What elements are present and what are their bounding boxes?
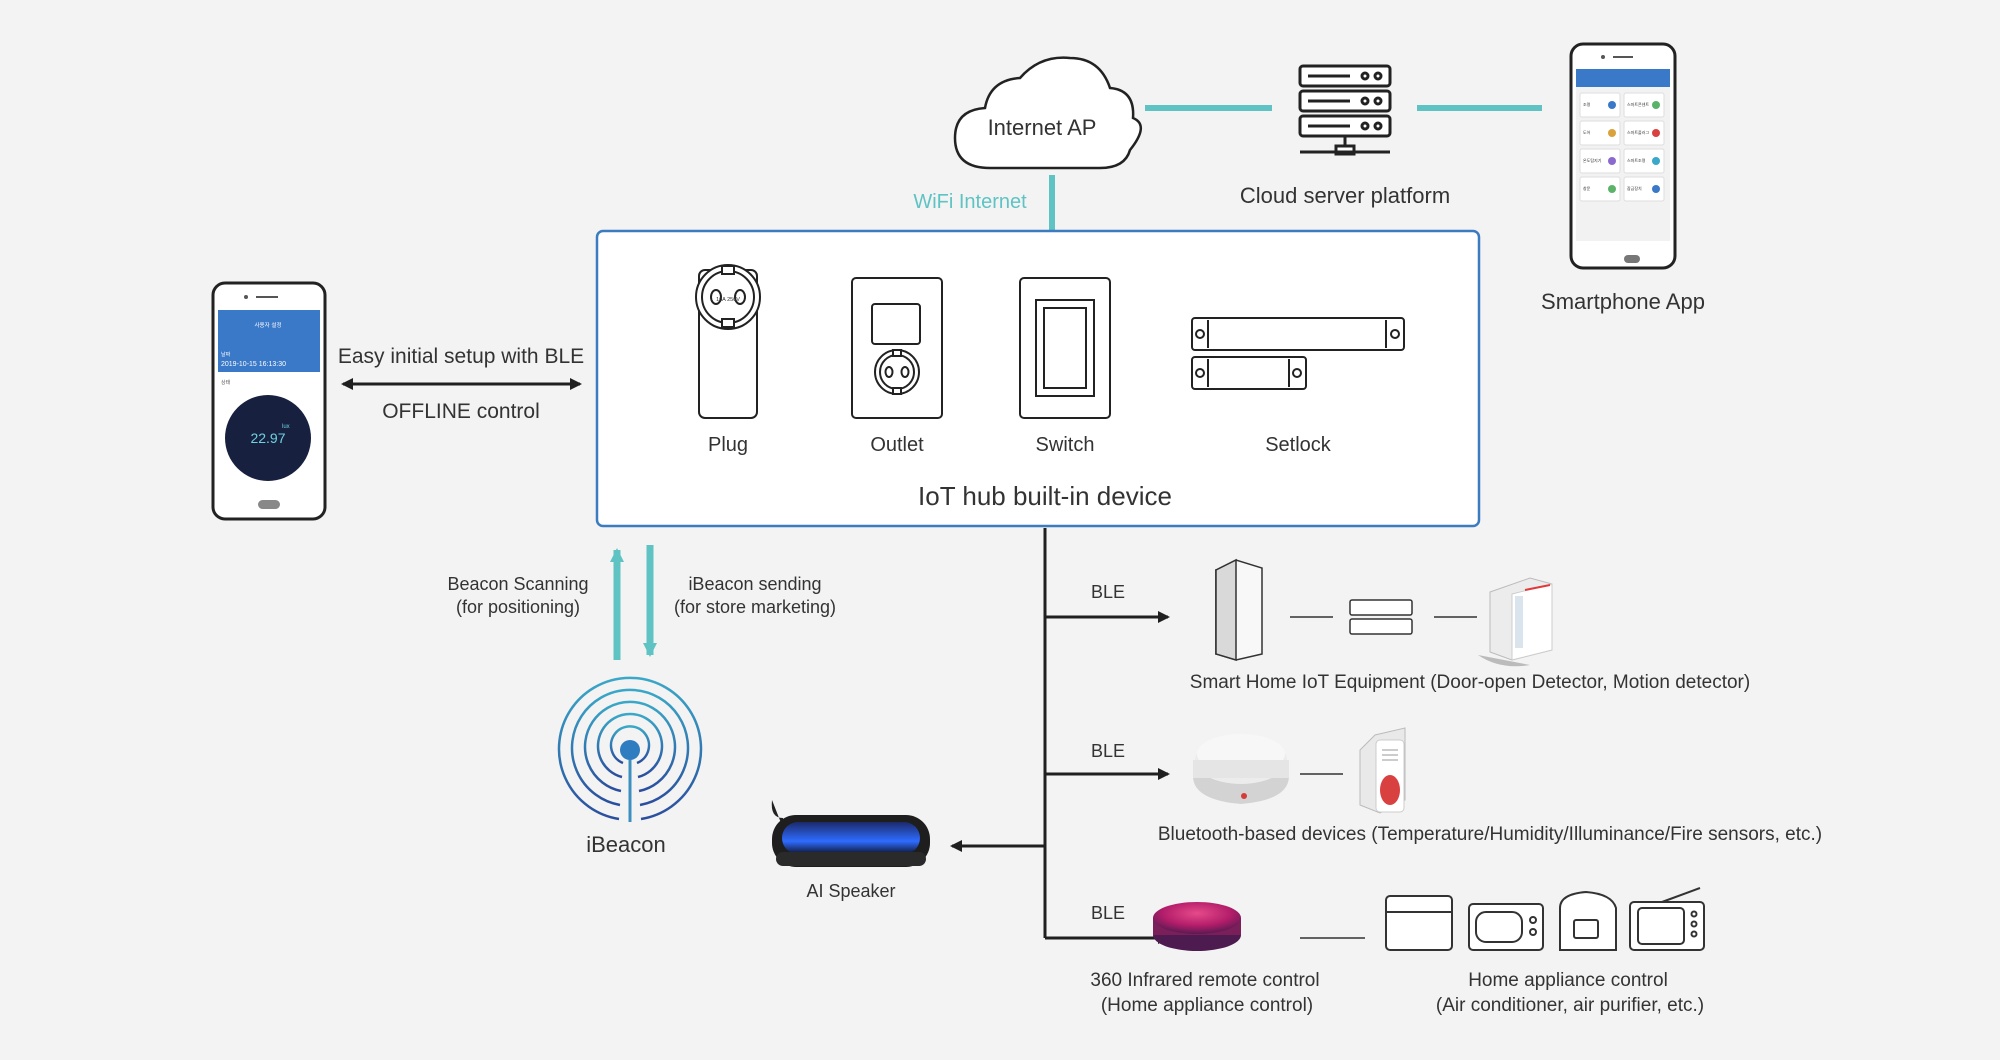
cloud-label: Internet AP xyxy=(988,115,1097,140)
setup-phone-icon xyxy=(211,281,327,521)
app-grid-label: 잠금장치 xyxy=(1627,185,1642,191)
appliances-icon xyxy=(1385,887,1705,951)
plug-rating: 16A 250V xyxy=(716,297,740,303)
app-grid-item: 창문 xyxy=(1579,176,1621,202)
app-grid-item: 스마트조명 xyxy=(1623,148,1665,174)
door-sensor-icon xyxy=(1349,599,1413,635)
cloud-icon xyxy=(953,56,1142,170)
device-label-setlock: Setlock xyxy=(1265,434,1332,456)
branch-3-caption-2: (Home appliance control) xyxy=(1101,995,1313,1016)
phone-reading: 22.97 xyxy=(250,430,285,446)
app-grid-icon xyxy=(1608,101,1616,109)
ble-label-3: BLE xyxy=(1091,903,1125,923)
switch-icon xyxy=(1019,277,1111,419)
beacon-send-line1: iBeacon sending xyxy=(688,574,821,594)
setup-line1: Easy initial setup with BLE xyxy=(338,345,584,368)
ble-label-2: BLE xyxy=(1091,741,1125,761)
infrared-remote-icon xyxy=(1153,902,1241,951)
ibeacon-label: iBeacon xyxy=(586,832,666,857)
device-label-plug: Plug xyxy=(708,434,748,456)
app-grid-icon xyxy=(1652,185,1660,193)
branch-3-caption-4: (Air conditioner, air purifier, etc.) xyxy=(1436,995,1704,1016)
server-icon xyxy=(1298,64,1392,156)
app-grid-icon xyxy=(1608,157,1616,165)
setup-line2: OFFLINE control xyxy=(382,400,540,423)
device-label-outlet: Outlet xyxy=(870,434,924,456)
app-grid-label: 온도탐지기 xyxy=(1583,157,1602,163)
motion-detector-icon xyxy=(1478,577,1553,667)
branch-2-caption: Bluetooth-based devices (Temperature/Hum… xyxy=(1158,824,1822,845)
app-grid-label: 스마트플러그 xyxy=(1627,129,1649,135)
phone-title: 사용자 설정 xyxy=(254,321,281,329)
phone-unit: lux xyxy=(282,424,290,430)
phone-datetime: 2019-10-15 16:13:30 xyxy=(221,361,286,368)
app-grid-label: 스마트콘센트 xyxy=(1627,101,1649,107)
app-grid-item: 조명 xyxy=(1579,92,1621,118)
app-grid-label: 도어 xyxy=(1583,129,1591,135)
app-grid-item: 온도탐지기 xyxy=(1579,148,1621,174)
outlet-icon xyxy=(851,277,943,419)
ble-label-1: BLE xyxy=(1091,582,1125,602)
app-grid-icon xyxy=(1652,101,1660,109)
app-grid-label: 조명 xyxy=(1583,101,1591,107)
device-label-switch: Switch xyxy=(1036,434,1095,456)
app-grid-label: 스마트조명 xyxy=(1627,157,1646,163)
beacon-send-line2: (for store marketing) xyxy=(674,597,836,617)
fire-sensor-icon xyxy=(1359,727,1406,814)
phone-section: 상태 xyxy=(221,379,231,386)
branch-3-caption-1: 360 Infrared remote control xyxy=(1090,970,1319,991)
app-grid-item: 스마트플러그 xyxy=(1623,120,1665,146)
app-grid-icon xyxy=(1652,129,1660,137)
plug-icon xyxy=(695,264,761,419)
app-grid-icon xyxy=(1608,129,1616,137)
door-detector-icon xyxy=(1215,558,1263,662)
ai-speaker-label: AI Speaker xyxy=(806,881,895,901)
ibeacon-icon xyxy=(557,676,703,822)
app-grid-icon xyxy=(1652,157,1660,165)
app-grid-item: 잠금장치 xyxy=(1623,176,1665,202)
branch-1-caption: Smart Home IoT Equipment (Door-open Dete… xyxy=(1190,672,1750,693)
app-grid-item: 도어 xyxy=(1579,120,1621,146)
phone-field-label: 날짜 xyxy=(221,351,231,358)
hub-title: IoT hub built-in device xyxy=(918,481,1172,511)
app-grid-label: 창문 xyxy=(1583,185,1591,191)
wifi-label: WiFi Internet xyxy=(913,191,1027,213)
app-grid-item: 스마트콘센트 xyxy=(1623,92,1665,118)
beacon-scan-line1: Beacon Scanning xyxy=(447,574,588,594)
beacon-scan-line2: (for positioning) xyxy=(456,597,580,617)
server-label: Cloud server platform xyxy=(1240,183,1450,208)
setlock-icon xyxy=(1191,317,1405,390)
ai-speaker-icon xyxy=(771,800,930,867)
smartphone-app-label: Smartphone App xyxy=(1541,289,1705,314)
smoke-detector-icon xyxy=(1193,734,1289,804)
app-grid-icon xyxy=(1608,185,1616,193)
branch-3-caption-3: Home appliance control xyxy=(1468,970,1668,991)
